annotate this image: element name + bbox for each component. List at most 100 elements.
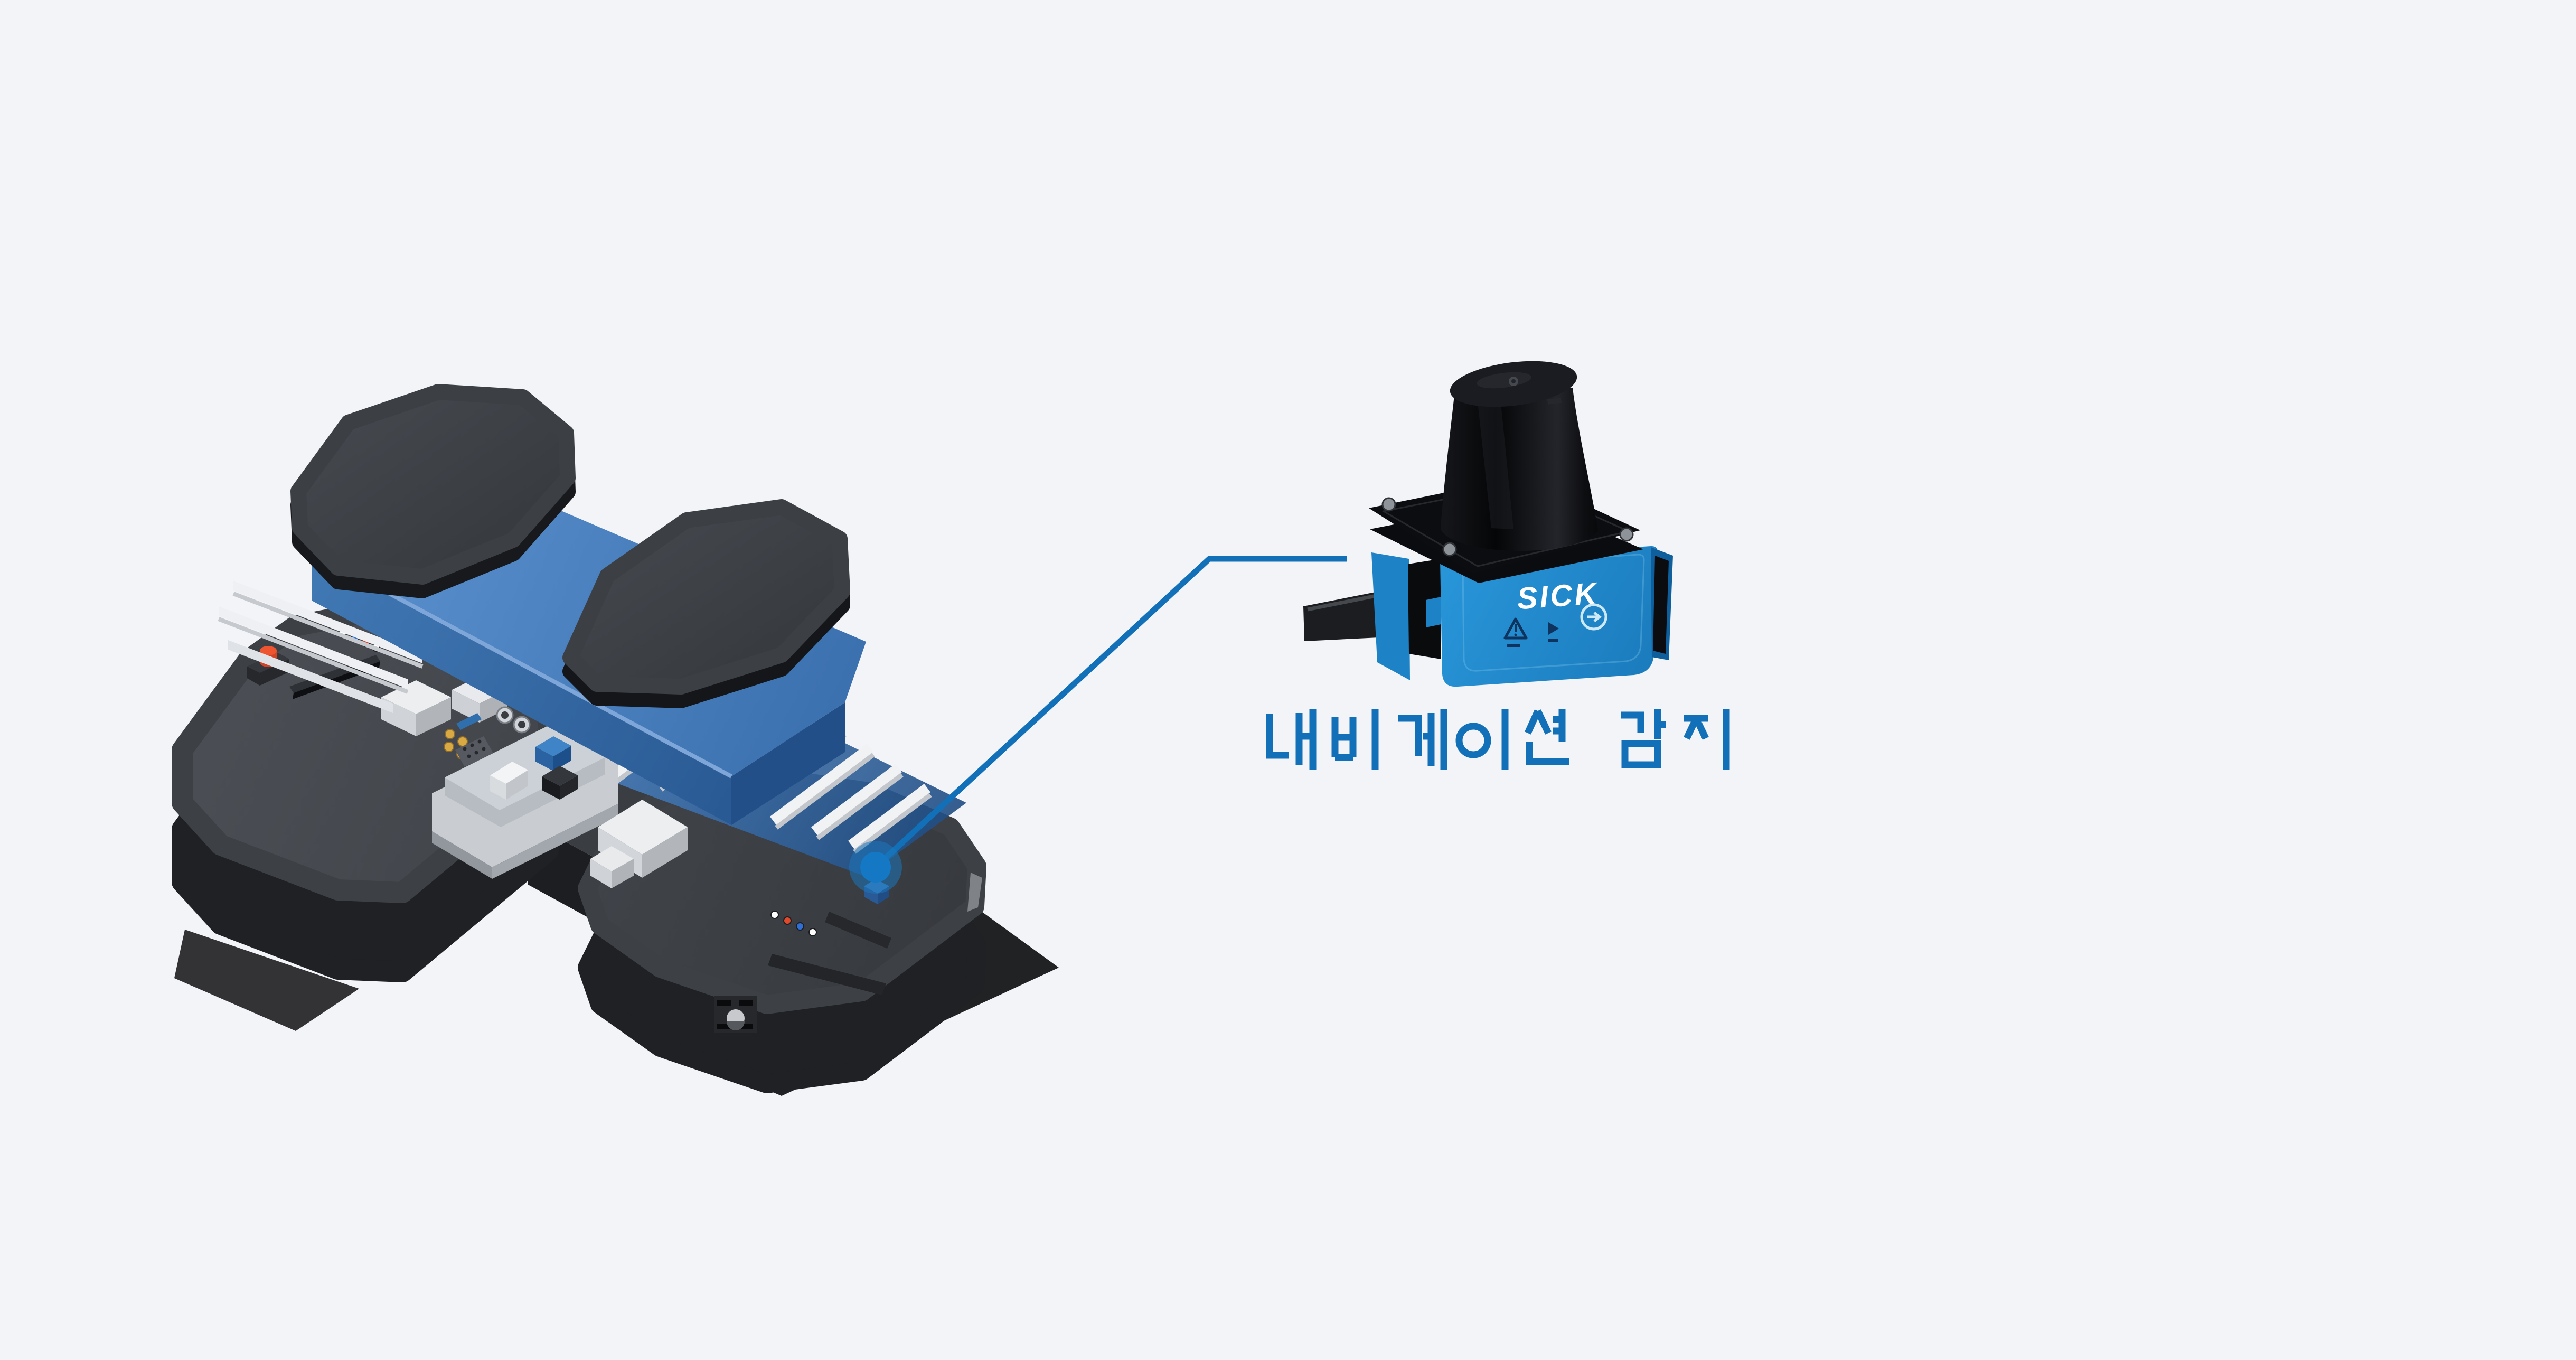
controller-module [432, 706, 618, 879]
keypad-dot [477, 739, 482, 744]
caster-slot [717, 1000, 731, 1006]
status-led [783, 916, 792, 925]
callout-label-glyphs [1266, 709, 1730, 770]
glyph-syeon [1525, 709, 1569, 765]
box-top [590, 846, 634, 871]
load-pad-front [562, 499, 850, 708]
antenna-connector [445, 729, 455, 739]
caster-slot [739, 1000, 753, 1006]
keypad-dot [474, 751, 478, 755]
status-led [796, 922, 804, 931]
connector-front [490, 775, 506, 800]
sensor-indicators [1503, 603, 1607, 647]
box-top [598, 800, 688, 855]
chassis-front-corner-highlight [967, 873, 982, 912]
module-base-front [492, 804, 618, 879]
callout-label-text: 내비게이션 감지 [1263, 710, 1682, 780]
callout-line [873, 556, 1347, 870]
component-box-d [590, 846, 634, 888]
reset-dial-ring [1580, 603, 1607, 631]
glyph-gam [1621, 709, 1666, 768]
reset-dial-icon [1580, 603, 1607, 631]
caster-wheel [714, 996, 757, 1033]
box-right [642, 827, 688, 878]
caster-slot [739, 1024, 753, 1029]
fork-tines [218, 581, 424, 713]
callout-label: 내비게이션 감지 [1263, 709, 1730, 780]
lift-plate-end [731, 702, 845, 825]
agv-illustration [172, 384, 1059, 1096]
fork-tine-edge [218, 617, 409, 694]
glyph-nae [1266, 709, 1317, 770]
sick-logo: SICK [1516, 576, 1600, 616]
reset-dial-arrow [1587, 612, 1602, 622]
keypad-dot [470, 743, 474, 747]
keypad-dot [463, 747, 467, 751]
plate-screw [1442, 542, 1457, 557]
m12-connector-core [501, 711, 509, 719]
scanner-cone-sheen [1477, 392, 1513, 529]
glyph-bi [1331, 709, 1379, 770]
sensor-body-front [1440, 546, 1658, 687]
sensor-front-panel-outline [1462, 554, 1645, 672]
warning-triangle-outline [1503, 617, 1528, 640]
connector-blue [535, 736, 571, 771]
connector-front [535, 747, 553, 771]
warning-triangle-icon [1503, 617, 1528, 647]
callout [849, 556, 1347, 894]
fork-tine [228, 640, 393, 713]
antenna-connector [444, 742, 454, 752]
keypad-dot [482, 747, 486, 751]
lidar-sensor: SICK [1303, 361, 1673, 687]
m12-connector-core [518, 721, 525, 728]
glyph-i [1455, 709, 1509, 770]
load-pad-top [562, 499, 850, 695]
box-right [416, 697, 451, 736]
status-led [770, 911, 779, 919]
connector-white [490, 762, 528, 800]
warning-exclamation-dot [1514, 633, 1517, 636]
connector-side [553, 746, 571, 771]
sensor-body-left [1371, 552, 1410, 680]
module-base-side [432, 831, 492, 879]
antenna-connector [457, 736, 468, 747]
scanner-cone-body [1441, 384, 1598, 551]
fork-tine [233, 581, 422, 663]
connector-top [535, 736, 571, 756]
caster-roller-shade [727, 1021, 745, 1030]
lift-plate-front [312, 552, 731, 825]
keypad-dot [467, 754, 471, 758]
module-label [456, 713, 482, 730]
front-slot-bar [825, 912, 891, 949]
plate-screw [1381, 497, 1396, 512]
module-keypad [455, 736, 493, 767]
front-slot-bar [768, 954, 886, 995]
chassis-rear-shadow [174, 930, 359, 1031]
fork-tine [219, 606, 408, 689]
load-pad-rear [290, 384, 576, 598]
play-triangle [1548, 622, 1559, 635]
connector-black [542, 766, 578, 800]
glyph-ji [1684, 709, 1730, 770]
box-left [452, 690, 480, 723]
cable-highlight [1307, 592, 1387, 612]
connector-top [490, 762, 528, 784]
status-led [808, 928, 817, 936]
fork-rung [848, 784, 930, 849]
cable-body [1303, 589, 1390, 641]
box-right [612, 859, 634, 888]
estop-cap-top [260, 646, 277, 655]
glyph-ge [1398, 709, 1447, 770]
sensor-mount-slot-left [1408, 559, 1441, 659]
lidar-scanner-cone [1441, 361, 1598, 551]
caster-slot [717, 1024, 731, 1029]
connector-front [542, 776, 560, 800]
box-left [590, 859, 612, 888]
sensor-slot-inset [1426, 597, 1441, 627]
front-status-panel [768, 911, 891, 995]
connector-side [506, 770, 528, 800]
connector-side [560, 775, 578, 800]
fork-rung [811, 764, 902, 836]
scanner-top-screw-core [1511, 379, 1516, 383]
